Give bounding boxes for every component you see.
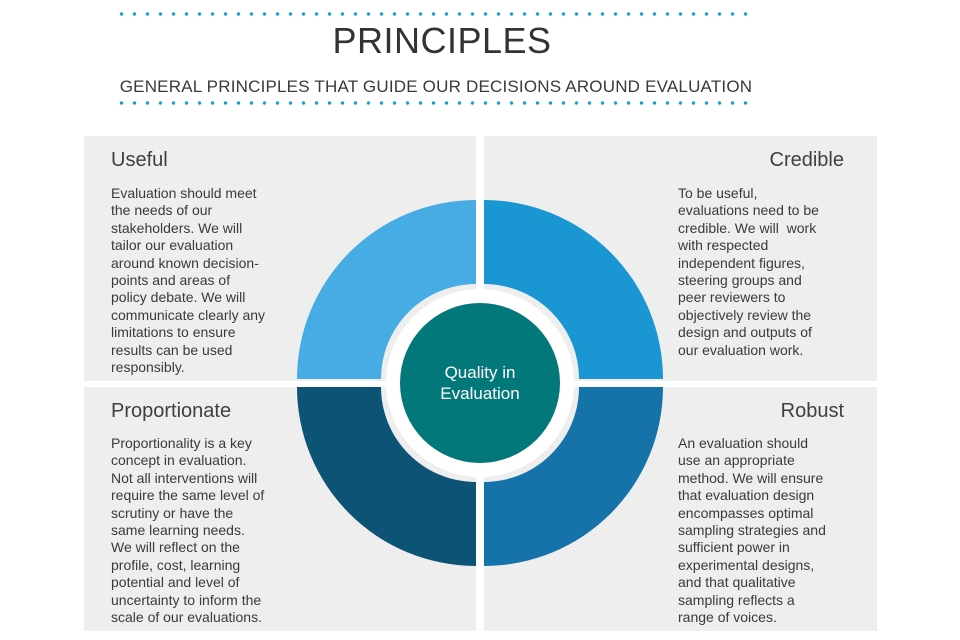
text-line: method. We will ensure <box>678 469 824 486</box>
text-line: require the same level of <box>111 487 265 504</box>
text-line: independent figures, <box>678 254 805 271</box>
text-line: objectively review the <box>678 306 812 323</box>
text-line: around known decision- <box>111 254 259 271</box>
text-line: policy debate. We will <box>111 289 246 306</box>
text-line: the needs of our <box>111 202 213 219</box>
text-line: sampling reflects a <box>678 591 795 608</box>
wheel-segment-useful <box>297 200 476 379</box>
page-subtitle: GENERAL PRINCIPLES THAT GUIDE OUR DECISI… <box>119 77 753 96</box>
text-line: scale of our evaluations. <box>111 609 262 626</box>
center-label-line2: Evaluation <box>440 384 519 403</box>
wheel-segment-robust <box>484 387 663 566</box>
text-line: We will reflect on the <box>111 539 240 556</box>
text-line: design and outputs of <box>678 324 812 341</box>
text-line: uncertainty to inform the <box>111 591 262 608</box>
text-line: with respected <box>678 237 769 254</box>
text-line: sampling strategies and <box>678 522 826 539</box>
text-line: To be useful, <box>678 185 758 201</box>
center-label-line1: Quality in <box>445 363 516 382</box>
text-line: potential and level of <box>111 574 240 591</box>
text-line: steering groups and <box>678 272 802 289</box>
text-line: sufficient power in <box>678 539 790 556</box>
text-line: Not all interventions will <box>111 469 258 486</box>
text-line: concept in evaluation. <box>111 452 247 469</box>
text-line: responsibly. <box>111 359 185 376</box>
text-line: peer reviewers to <box>678 289 786 306</box>
text-line: profile, cost, learning <box>111 556 241 573</box>
text-line: credible. We will work <box>678 219 817 236</box>
dotted-divider-bottom <box>115 101 750 105</box>
text-line: range of voices. <box>678 609 777 626</box>
text-line: Proportionality is a key <box>111 435 252 451</box>
wheel-center-circle <box>400 303 560 463</box>
wheel-segment-credible <box>484 200 663 379</box>
text-line: An evaluation should <box>678 435 808 451</box>
heading-useful: Useful <box>111 149 168 171</box>
wheel-segment-proportionate <box>297 387 476 566</box>
text-line: scrutiny or have the <box>111 504 234 521</box>
text-line: use an appropriate <box>678 452 795 469</box>
text-line: results can be used <box>111 341 233 358</box>
text-line: that evaluation design <box>678 487 815 504</box>
text-line: evaluations need to be <box>678 202 819 219</box>
text-line: tailor our evaluation <box>111 237 234 254</box>
text-line: communicate clearly any <box>111 306 266 323</box>
heading-credible: Credible <box>769 149 844 171</box>
heading-proportionate: Proportionate <box>111 400 232 422</box>
text-line: encompasses optimal <box>678 504 814 521</box>
page-title: PRINCIPLES <box>332 20 552 61</box>
text-line: Evaluation should meet <box>111 185 257 201</box>
text-line: limitations to ensure <box>111 324 236 341</box>
text-line: stakeholders. We will <box>111 219 243 236</box>
text-line: and that qualitative <box>678 574 796 591</box>
text-line: points and areas of <box>111 272 231 289</box>
text-line: experimental designs, <box>678 556 815 573</box>
dotted-divider-top <box>115 12 750 16</box>
text-line: same learning needs. <box>111 522 245 539</box>
text-line: our evaluation work. <box>678 341 804 358</box>
heading-robust: Robust <box>780 400 844 422</box>
